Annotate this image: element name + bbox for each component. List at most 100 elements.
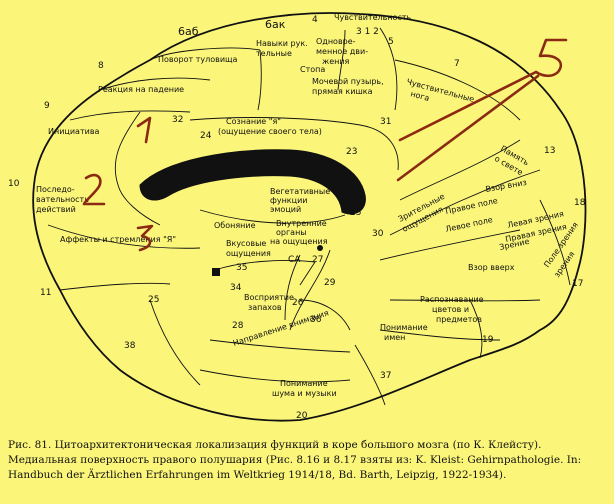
function-label: органы (276, 228, 307, 237)
boundary-line (389, 299, 541, 302)
area-label: 32 (172, 115, 183, 125)
area-label: 30 (372, 229, 384, 239)
function-label: эмоций (270, 205, 301, 214)
boundary-line (299, 299, 351, 331)
area-label: 20 (296, 411, 308, 421)
area-label: 25 (148, 295, 159, 305)
function-label: тельные (256, 49, 292, 58)
nucleus-marker (317, 245, 323, 251)
function-label: действий (36, 205, 76, 214)
boundary-line (149, 299, 201, 386)
thalamus-line (214, 259, 316, 286)
area-label: CA (288, 255, 301, 265)
annotation-one (136, 116, 152, 144)
function-label: Внутренние (276, 219, 327, 228)
area-label: 19 (482, 335, 494, 345)
fornix (199, 209, 346, 224)
area-label: 25 (350, 208, 361, 218)
function-label: прямая кишка (312, 87, 373, 96)
boundary-line (99, 77, 211, 91)
function-label: Последо- (36, 185, 75, 194)
function-label: Аффекты и стремления "Я" (60, 235, 176, 244)
annotation-three (136, 224, 154, 252)
boundary-line (114, 111, 161, 226)
boundary-line (379, 229, 521, 261)
function-label: Вегетативные (270, 187, 330, 196)
area-label: 7 (454, 59, 460, 69)
function-label: (ощущение своего тела) (218, 127, 322, 136)
nucleus-marker (212, 268, 220, 276)
area-label: 36 (310, 315, 322, 325)
area-label: 18 (574, 198, 586, 208)
area-label: 4 (312, 15, 318, 25)
function-label: ощущения (226, 249, 271, 258)
function-label: на ощущения (270, 237, 328, 246)
area-label: 10 (8, 179, 20, 189)
function-label: Взор вверх (468, 263, 515, 272)
function-label: Понимание (380, 323, 428, 332)
brain-outline (32, 12, 587, 422)
function-label: Реакция на падение (98, 85, 184, 94)
function-label: Взор вниз (485, 178, 528, 194)
boundary-line (379, 329, 501, 341)
boundary-line (59, 282, 171, 291)
function-label: Распознавание (420, 295, 484, 304)
boundary-line (257, 49, 262, 111)
function-label: Мочевой пузырь, (312, 77, 384, 86)
function-label: Вкусовые (226, 239, 266, 248)
area-label: 31 (380, 117, 391, 127)
function-label: функции (270, 196, 307, 205)
area-label: 6аб (178, 25, 199, 38)
annotation-five (534, 38, 568, 78)
function-label: Правое поле (445, 196, 499, 216)
boundary-line (337, 29, 346, 91)
function-label: имен (384, 333, 405, 342)
function-label: Понимание (280, 379, 328, 388)
corpus-callosum (139, 149, 366, 215)
boundary-line (354, 344, 386, 406)
function-label: Направление внимания (232, 308, 330, 348)
area-label: 23 (346, 147, 357, 157)
boundary-line (394, 59, 521, 121)
boundary-line (149, 47, 261, 61)
boundary-line (69, 110, 191, 121)
function-label: жения (322, 57, 350, 66)
area-label: 11 (40, 288, 51, 298)
boundary-line (189, 117, 399, 171)
boundary-line (469, 299, 483, 359)
area-label: 37 (380, 371, 391, 381)
boundary-line (399, 139, 521, 201)
boundary-line (289, 249, 331, 331)
function-label: Обоняние (214, 221, 256, 230)
boundary-line (389, 169, 541, 236)
function-label: Чувствительность (334, 13, 412, 22)
annotation-arrow-lower (396, 74, 540, 182)
function-label: Левое поле (445, 215, 494, 234)
function-label: предметов (436, 315, 482, 324)
area-label: 27 (312, 255, 323, 265)
area-label: 9 (44, 101, 50, 111)
area-label: 17 (572, 279, 583, 289)
area-label: 29 (324, 278, 336, 288)
area-label: 38 (124, 341, 136, 351)
annotation-arrow-upper (398, 70, 538, 142)
function-label: Восприятие (244, 293, 294, 302)
area-label: 13 (544, 146, 555, 156)
function-label: Поворот туловища (158, 55, 238, 64)
boundary-line (379, 27, 398, 111)
area-label: 6ак (265, 18, 286, 31)
boundary-line (209, 339, 351, 353)
brain-medial-surface-diagram: 6аб 6ак 4 3 1 2 5 7 8 9 10 11 13 17 18 1… (8, 12, 587, 422)
function-label: вательность (36, 195, 89, 204)
area-label: 8 (98, 61, 104, 71)
function-label: Инициатива (48, 127, 100, 136)
area-label: 26 (292, 298, 304, 308)
boundary-line (539, 199, 571, 286)
function-label: Сознание "я" (226, 117, 281, 126)
area-label: 34 (230, 283, 242, 293)
function-label: Одновре- (316, 37, 356, 46)
annotation-two (82, 173, 106, 206)
function-label: запахов (248, 303, 282, 312)
area-label: 33 (162, 173, 173, 183)
